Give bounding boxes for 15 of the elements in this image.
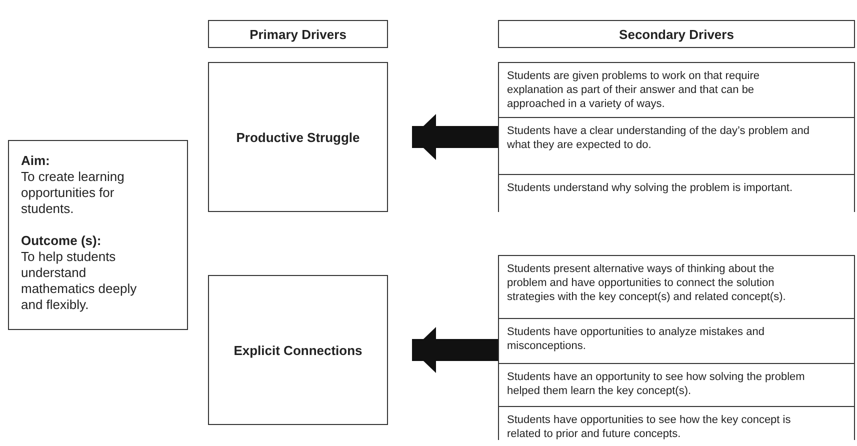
column-header: Secondary Drivers [498, 20, 855, 48]
column-header: Primary Drivers [208, 20, 388, 48]
driver-row: Students have opportunities to see how the key concept is related to prior and future concepts. [499, 406, 854, 441]
driver-row: Students understand why solving the problem is important. [499, 174, 854, 213]
heading-text: Outcome (s): [21, 233, 102, 249]
aim-box [8, 140, 188, 330]
body-text: To help students understand mathematics deeply and flexibly. [21, 249, 138, 313]
body-text: To create learning opportunities for students. [21, 169, 126, 217]
heading-text: Aim: [21, 153, 51, 169]
primary-driver-box: Productive Struggle [208, 62, 388, 212]
block-arrow [412, 327, 498, 373]
primary-driver-box: Explicit Connections [208, 275, 388, 425]
driver-list-box [498, 255, 855, 440]
driver-list-box [498, 62, 855, 212]
block-arrow [412, 114, 498, 160]
